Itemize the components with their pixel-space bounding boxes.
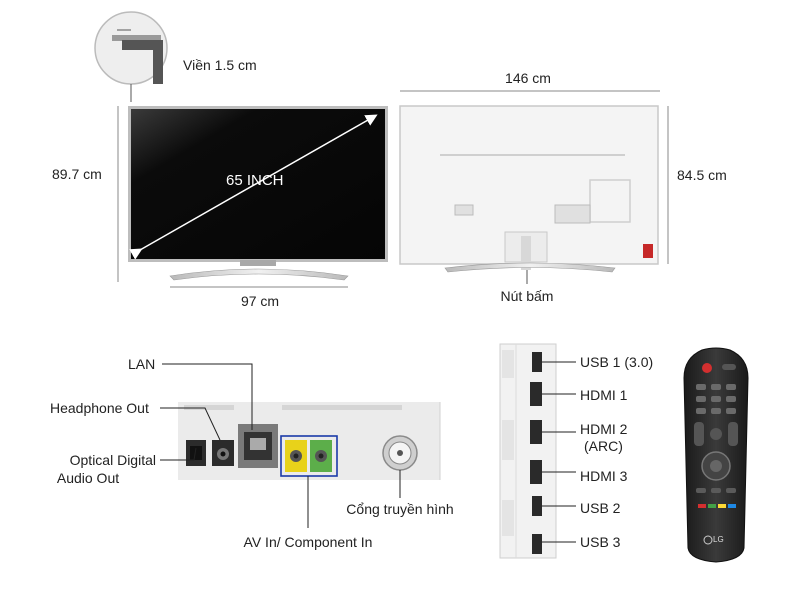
usb1-label: USB 1 (3.0) — [580, 354, 654, 370]
width-label: 146 cm — [505, 70, 551, 86]
diagonal-label: 65 INCH — [226, 172, 284, 189]
lan-port — [238, 424, 278, 468]
antenna-port — [382, 435, 418, 471]
optical-port — [186, 440, 206, 466]
rear-leader-lines — [160, 363, 401, 528]
hdmi3-label: HDMI 3 — [580, 468, 628, 484]
optical-label-line1: Optical Digital — [69, 452, 156, 468]
antenna-label: Cổng truyền hình — [346, 501, 454, 517]
remote-brand-logo: LG — [713, 535, 724, 544]
av-component-ports — [280, 435, 338, 477]
usb2-label: USB 2 — [580, 500, 621, 516]
optical-label-line2: Audio Out — [56, 470, 120, 486]
rear-port-panel — [178, 402, 441, 480]
bezel-label: Viền 1.5 cm — [183, 57, 257, 73]
bezel-detail — [94, 11, 168, 102]
lan-label: LAN — [128, 356, 156, 372]
front-height-label: 89.7 cm — [52, 166, 102, 182]
hdmi2-label-line2: (ARC) — [584, 438, 623, 454]
side-port-panel — [499, 343, 557, 559]
headphone-port — [212, 440, 234, 466]
hdmi2-label-line1: HDMI 2 — [580, 421, 628, 437]
usb3-label: USB 3 — [580, 534, 621, 550]
remote-control — [683, 347, 749, 563]
back-height-label: 84.5 cm — [677, 167, 727, 183]
hdmi1-label: HDMI 1 — [580, 387, 628, 403]
av-component-label: AV In/ Component In — [243, 534, 373, 550]
front-dimension-lines — [117, 106, 348, 288]
stand-width-label: 97 cm — [240, 293, 280, 309]
tv-back — [399, 90, 669, 284]
joystick-label: Nút bấm — [500, 288, 554, 304]
tv-front — [128, 106, 388, 281]
headphone-label: Headphone Out — [50, 400, 149, 416]
side-leader-lines — [542, 361, 576, 543]
